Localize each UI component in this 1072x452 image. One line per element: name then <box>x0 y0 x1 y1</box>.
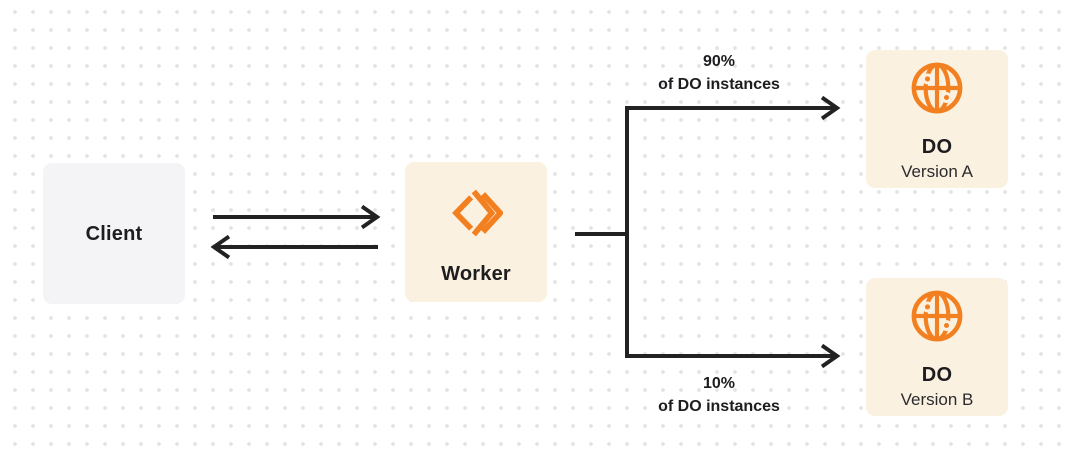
worker-label: Worker <box>441 263 511 285</box>
client-label: Client <box>85 222 143 245</box>
client-to-worker-arrow <box>213 204 381 230</box>
durable-object-globe-icon <box>911 290 963 342</box>
arrow-to-do-version-b <box>820 343 841 369</box>
split-10-description: of DO instances <box>658 398 780 415</box>
split-90-label: 90% of DO instances <box>619 50 819 96</box>
worker-branch-connector <box>575 106 835 358</box>
do-version-a-label: DO <box>921 136 953 158</box>
do-version-a-node: DO Version A <box>866 50 1008 188</box>
worker-node: Worker <box>405 162 547 302</box>
do-version-b-label: DO <box>921 364 953 386</box>
do-version-b-node: DO Version B <box>866 278 1008 416</box>
split-90-description: of DO instances <box>658 76 780 93</box>
split-10-percent: 10% <box>702 375 736 392</box>
client-node: Client <box>43 163 185 304</box>
split-90-percent: 90% <box>702 53 736 70</box>
durable-object-globe-icon <box>911 62 963 114</box>
worker-to-client-arrow <box>210 234 378 260</box>
do-version-a-sublabel: Version A <box>901 162 973 181</box>
do-version-b-sublabel: Version B <box>900 390 974 409</box>
cloudflare-workers-icon <box>452 189 503 237</box>
arrow-to-do-version-a <box>820 95 841 121</box>
split-10-label: 10% of DO instances <box>619 372 819 418</box>
